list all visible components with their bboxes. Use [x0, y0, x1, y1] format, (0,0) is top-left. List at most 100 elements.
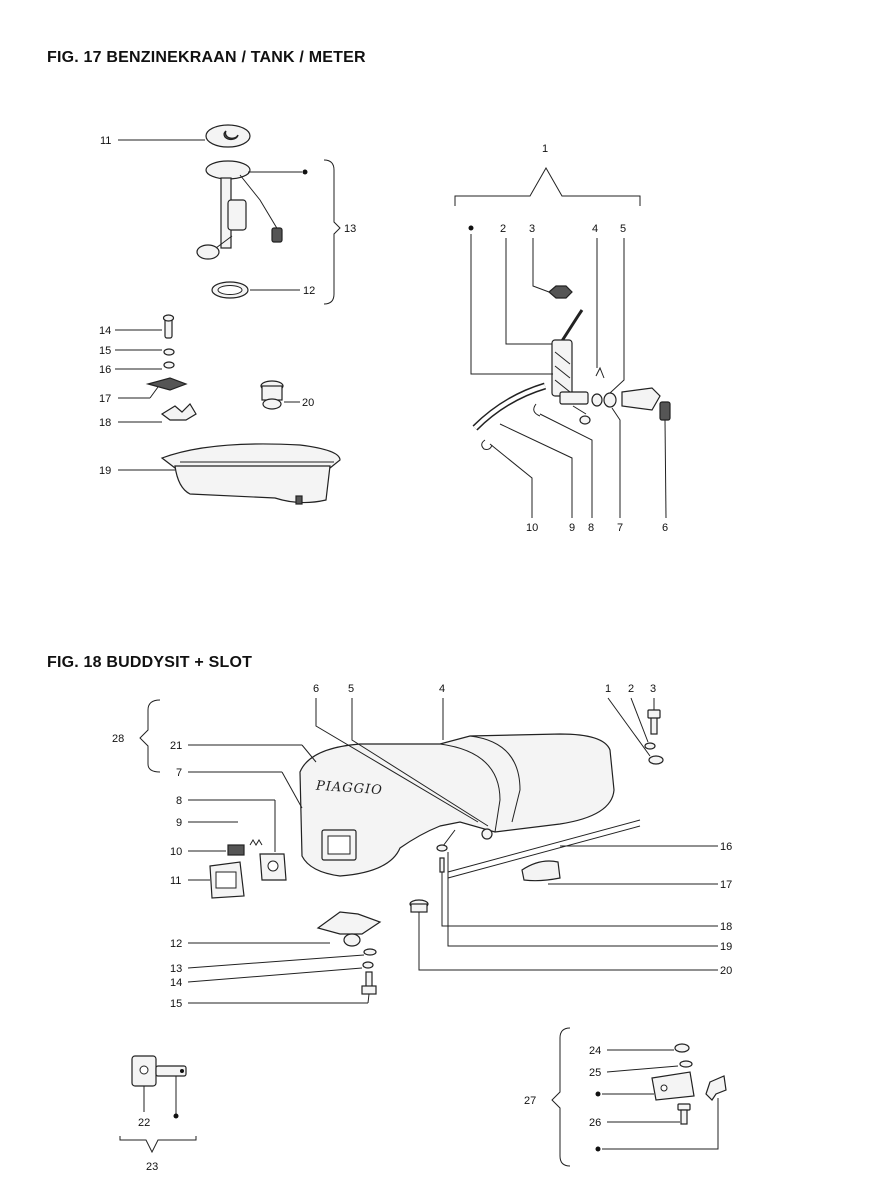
fig18-label-25: 25	[589, 1067, 601, 1079]
washer-2	[644, 742, 656, 750]
spring-9	[249, 839, 263, 846]
seat-lock-22	[131, 1055, 187, 1087]
fig17-label-1: 1	[542, 143, 548, 155]
fig17-label-17: 17	[99, 393, 111, 405]
bullet-tap	[468, 225, 474, 231]
washer-1	[648, 755, 664, 765]
rail-16b	[447, 825, 641, 879]
screw-18	[439, 857, 445, 873]
fig17-label-4: 4	[592, 223, 598, 235]
washer-13	[363, 948, 377, 956]
fig17-label-7: 7	[617, 522, 623, 534]
leader-5-18	[351, 698, 489, 827]
leader-2-18	[630, 697, 649, 743]
leader-19-18	[447, 852, 718, 947]
fig18-label-20: 20	[720, 965, 732, 977]
leader-21b	[301, 744, 317, 763]
buddy-seat	[299, 733, 615, 877]
bracket-27	[551, 1027, 571, 1167]
fig18-label-27: 27	[524, 1095, 536, 1107]
leader-10	[489, 443, 533, 518]
fig18-label-19: 19	[720, 941, 732, 953]
leader-1	[607, 697, 651, 757]
washer-25	[679, 1060, 693, 1068]
washer-15	[163, 348, 175, 356]
leader-7b-18	[281, 771, 303, 809]
fig18-label-28: 28	[112, 733, 124, 745]
fig17-label-12: 12	[303, 285, 315, 297]
bullet-27a	[595, 1091, 601, 1097]
bracket-1	[454, 166, 641, 206]
latch-hook	[705, 1075, 727, 1101]
leader-20-18	[418, 912, 718, 971]
fig17-label-10: 10	[526, 522, 538, 534]
fig18-label-13: 13	[170, 963, 182, 975]
fig18-label-2: 2	[628, 683, 634, 695]
spring-10	[227, 844, 245, 856]
fuel-gauge-cap	[205, 124, 251, 148]
leader-15b-18	[367, 993, 370, 1004]
buffer-17	[521, 860, 561, 882]
bolt-3	[647, 709, 661, 735]
washer-24	[674, 1043, 690, 1053]
screw-26	[677, 1103, 691, 1125]
fig17-label-19: 19	[99, 465, 111, 477]
hinge-bracket-12	[316, 911, 382, 947]
fig18-label-10: 10	[170, 846, 182, 858]
catch-8-hole	[267, 860, 279, 872]
fuel-tank-19	[160, 443, 341, 505]
leader-3	[532, 238, 550, 293]
fig18-label-8: 8	[176, 795, 182, 807]
fig17-label-8: 8	[588, 522, 594, 534]
bracket-28	[139, 699, 161, 773]
clamp-17	[145, 377, 188, 391]
fig18-label-3: 3	[650, 683, 656, 695]
washer-14	[362, 961, 374, 969]
rubber-buffer-20	[409, 899, 429, 913]
leader-18-18	[441, 872, 718, 927]
fig17-label-20: 20	[302, 397, 314, 409]
fig17-label-14: 14	[99, 325, 111, 337]
fig17-label-15: 15	[99, 345, 111, 357]
fig17-label-5: 5	[620, 223, 626, 235]
clip-18	[160, 403, 197, 421]
fig17-label-18: 18	[99, 417, 111, 429]
fig17-label-16: 16	[99, 364, 111, 376]
washer-16	[163, 361, 175, 369]
fig18-title: FIG. 18 BUDDYSIT + SLOT	[47, 654, 253, 671]
leader-14-18	[187, 967, 363, 983]
fig18-label-21: 21	[170, 740, 182, 752]
fig18-label-17: 17	[720, 879, 732, 891]
leader-2	[505, 238, 552, 345]
fig18-label-14: 14	[170, 977, 182, 989]
leader-17b	[149, 386, 159, 399]
fig18-label-7: 7	[176, 767, 182, 779]
bullet-marker	[302, 169, 308, 175]
leader-7	[611, 407, 621, 518]
fig18-label-4: 4	[439, 683, 445, 695]
bolt-15	[361, 971, 377, 995]
fig17-label-11: 11	[100, 135, 111, 147]
filler-cap-20	[260, 380, 284, 410]
leader-8	[539, 413, 593, 518]
fig18-label-9: 9	[176, 817, 182, 829]
fuel-level-sender	[196, 160, 283, 260]
bracket-23	[119, 1136, 197, 1154]
lock-housing-11-window	[215, 871, 237, 889]
leader-6	[664, 419, 667, 519]
leader-25	[606, 1065, 679, 1073]
fig18-label-15: 15	[170, 998, 182, 1010]
bullet-27b	[595, 1146, 601, 1152]
fig17-label-2: 2	[500, 223, 506, 235]
fig18-label-23: 23	[146, 1161, 158, 1173]
fuel-tap-assembly	[472, 285, 671, 450]
fig18-label-18: 18	[720, 921, 732, 933]
grommet-19	[436, 844, 448, 852]
fig18-label-5: 5	[348, 683, 354, 695]
leader-5	[609, 238, 625, 394]
fig18-label-16: 16	[720, 841, 732, 853]
fig18-label-11: 11	[170, 875, 181, 887]
leader-bullet-tap	[470, 234, 553, 375]
fig17-label-13: 13	[344, 223, 356, 235]
